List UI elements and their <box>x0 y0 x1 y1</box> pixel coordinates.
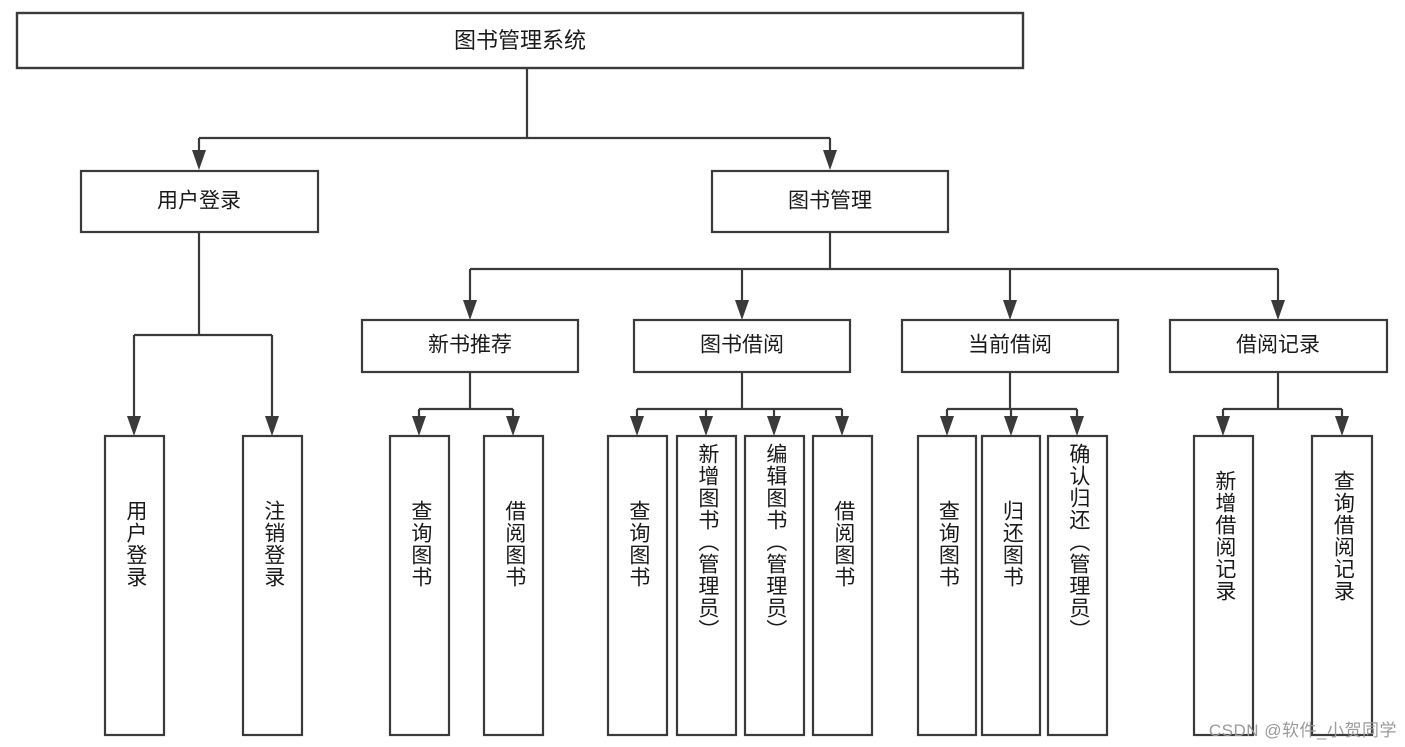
node-new-book-recommend[interactable]: 新书推荐 <box>360 318 580 374</box>
node-user-login[interactable]: 用户登录 <box>79 169 320 234</box>
leaf-box-borrow-book-1[interactable] <box>482 434 545 737</box>
root-box <box>15 11 1025 70</box>
arrow-to-book-borrow <box>735 300 749 320</box>
node-current-borrow[interactable]: 当前借阅 <box>900 318 1120 374</box>
leaf-box-query-book-3[interactable] <box>916 434 978 737</box>
leaf-box-query-book-1[interactable] <box>388 434 451 737</box>
leaf-box-user-login[interactable] <box>103 434 166 737</box>
new-book-recommend-box <box>360 318 580 374</box>
arrow-to-book-management <box>823 150 837 170</box>
leaf-box-logout[interactable] <box>241 434 304 737</box>
connector-user-login-to-leaves <box>127 232 279 436</box>
connector-new-book-recommend-to-leaves <box>412 372 520 436</box>
user-login-label: 用户登录 <box>157 190 241 213</box>
current-borrow-box <box>900 318 1120 374</box>
user-login-box <box>79 169 320 234</box>
arrow-to-new-book-recommend <box>463 300 477 320</box>
node-book-borrow[interactable]: 图书借阅 <box>632 318 852 374</box>
leaf-box-add-book[interactable] <box>675 434 738 737</box>
leaf-box-query-record[interactable] <box>1310 434 1374 737</box>
arrow-to-leaf-user-login <box>127 416 141 436</box>
leaf-box-add-record[interactable] <box>1192 434 1255 737</box>
node-borrow-records[interactable]: 借阅记录 <box>1168 318 1389 374</box>
connector-book-management-to-level3 <box>463 232 1285 320</box>
leaf-box-edit-book[interactable] <box>743 434 806 737</box>
current-borrow-label: 当前借阅 <box>968 334 1052 357</box>
root-label: 图书管理系统 <box>454 28 586 53</box>
leaf-box-borrow-book-2[interactable] <box>811 434 874 737</box>
book-management-label: 图书管理 <box>788 190 872 213</box>
leaf-box-query-book-2[interactable] <box>606 434 669 737</box>
book-borrow-label: 图书借阅 <box>700 334 784 357</box>
borrow-records-label: 借阅记录 <box>1236 334 1320 357</box>
leaf-box-confirm-return[interactable] <box>1046 434 1109 737</box>
arrow-to-borrow-records <box>1271 300 1285 320</box>
arrow-to-current-borrow <box>1003 300 1017 320</box>
csdn-watermark: CSDN @软件_小贺同学 <box>1208 721 1397 740</box>
new-book-recommend-label: 新书推荐 <box>428 334 512 357</box>
leaf-box-return-book[interactable] <box>980 434 1042 737</box>
node-root[interactable]: 图书管理系统 <box>15 11 1025 70</box>
connector-borrow-records-to-leaves <box>1216 372 1349 436</box>
arrow-to-user-login <box>192 150 206 170</box>
connector-root-to-level2 <box>192 68 837 170</box>
connector-current-borrow-to-leaves <box>940 372 1084 436</box>
arrow-to-leaf-logout <box>265 416 279 436</box>
connector-book-borrow-to-leaves <box>630 372 849 436</box>
node-book-management[interactable]: 图书管理 <box>710 169 950 234</box>
